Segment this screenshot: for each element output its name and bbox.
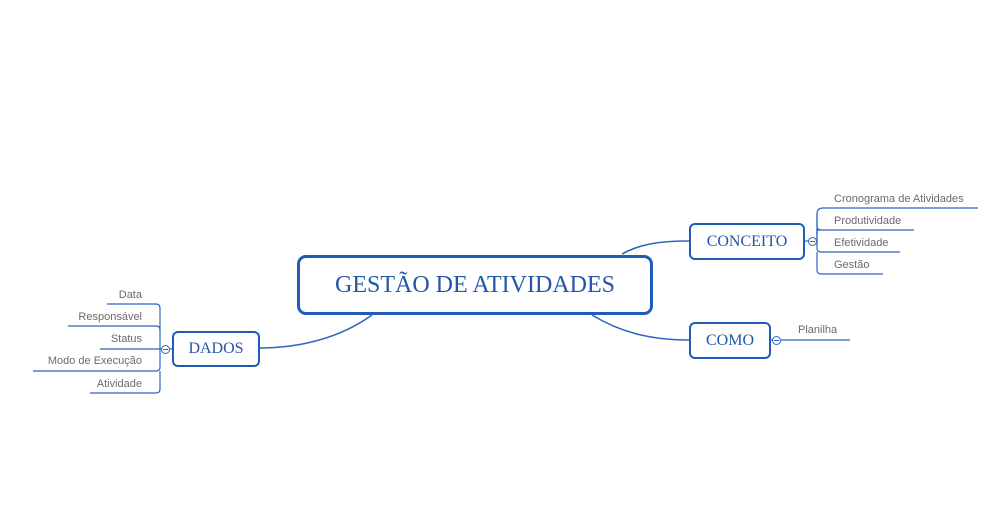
- subtopic-responsavel[interactable]: Responsável: [78, 311, 142, 323]
- collapse-conceito-icon[interactable]: [808, 237, 817, 246]
- collapse-dados-icon[interactable]: [161, 345, 170, 354]
- topic-conceito[interactable]: CONCEITO: [689, 223, 805, 260]
- topic-conceito-label: CONCEITO: [706, 232, 788, 250]
- subtopic-modo-execucao[interactable]: Modo de Execução: [47, 355, 142, 367]
- subtopic-efetividade[interactable]: Efetividade: [834, 237, 889, 249]
- subtopic-planilha[interactable]: Planilha: [798, 324, 838, 336]
- subtopic-cronograma[interactable]: Cronograma de Atividades: [834, 193, 964, 205]
- collapse-como-icon[interactable]: [772, 336, 781, 345]
- subtopic-gestao[interactable]: Gestão: [834, 259, 870, 271]
- subtopic-atividade[interactable]: Atividade: [96, 378, 142, 390]
- central-topic-label: GESTÃO DE ATIVIDADES: [335, 271, 615, 298]
- topic-dados[interactable]: DADOS: [172, 331, 260, 367]
- topic-como-label: COMO: [705, 331, 754, 349]
- subtopic-status[interactable]: Status: [110, 333, 142, 345]
- topic-dados-label: DADOS: [188, 340, 244, 357]
- central-topic[interactable]: GESTÃO DE ATIVIDADES: [297, 255, 653, 315]
- subtopic-produtividade[interactable]: Produtividade: [834, 215, 902, 227]
- subtopic-data[interactable]: Data: [118, 289, 142, 301]
- topic-como[interactable]: COMO: [689, 322, 771, 359]
